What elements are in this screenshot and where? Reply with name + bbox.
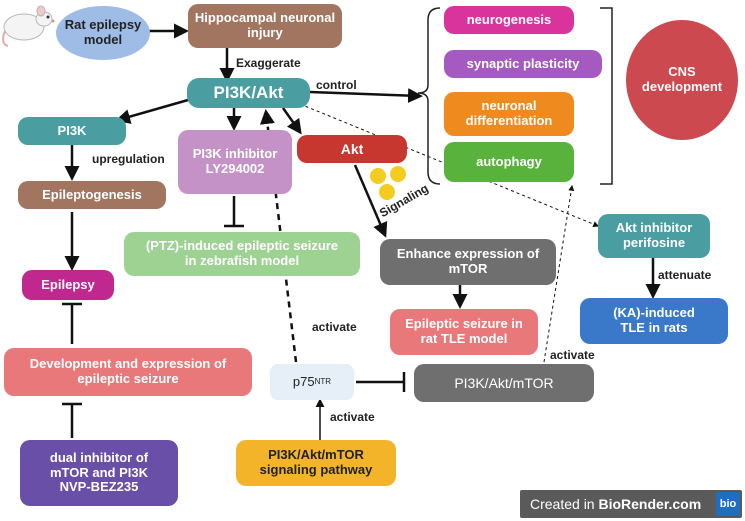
node-pi3k-akt-mtor: PI3K/Akt/mTOR — [414, 364, 594, 402]
edge-pi3kakt-to-akt — [281, 107, 302, 135]
biorender-watermark[interactable]: Created in BioRender.com bio — [520, 490, 742, 518]
node-signaling-pathway: PI3K/Akt/mTOR signaling pathway — [236, 440, 396, 486]
label-activate-pathway: activate — [330, 410, 375, 424]
node-autophagy: autophagy — [444, 142, 574, 182]
edge-pi3kakt-to-cns — [309, 88, 423, 104]
p75-superscript: NTR — [314, 377, 332, 387]
brace-left — [417, 7, 441, 185]
node-rat-epilepsy-model: Rat epilepsy model — [56, 6, 150, 60]
watermark-brand: BioRender.com — [598, 496, 702, 512]
molecule-1 — [370, 168, 386, 184]
node-development-expression: Development and expression of epileptic … — [4, 348, 252, 396]
label-exaggerate: Exaggerate — [236, 56, 301, 70]
label-upregulation: upregulation — [92, 152, 165, 166]
node-epileptic-seizure-tle: Epileptic seizure in rat TLE model — [390, 309, 538, 355]
biorender-logo-icon: bio — [716, 492, 740, 516]
rat-illustration — [2, 5, 55, 47]
edge-pi3kakt-to-pi3k — [115, 98, 189, 124]
node-dual-inhibitor: dual inhibitor of mTOR and PI3K NVP-BEZ2… — [20, 440, 178, 506]
node-epilepsy: Epilepsy — [22, 270, 114, 300]
node-cns-development: CNS development — [626, 20, 738, 140]
node-pi3k-akt: PI3K/Akt — [187, 78, 310, 108]
node-pi3k-inhibitor: PI3K inhibitor LY294002 — [178, 130, 292, 194]
node-pi3k: PI3K — [18, 117, 126, 145]
label-control: control — [316, 78, 357, 92]
watermark-prefix: Created in — [530, 496, 599, 512]
node-epileptogenesis: Epileptogenesis — [18, 181, 166, 209]
p75-label: p75 — [292, 373, 315, 389]
node-hippocampal-injury: Hippocampal neuronal injury — [188, 4, 342, 48]
node-ka-tle: (KA)-induced TLE in rats — [580, 298, 728, 344]
molecule-2 — [390, 166, 406, 182]
edge-akt-to-enhance — [353, 164, 388, 238]
molecule-3 — [379, 184, 395, 200]
node-akt: Akt — [297, 135, 407, 163]
label-activate-mtor: activate — [550, 348, 595, 362]
node-neurogenesis: neurogenesis — [444, 6, 574, 34]
node-ptz-seizure: (PTZ)-induced epileptic seizure in zebra… — [124, 232, 360, 276]
label-activate-p75: activate — [312, 320, 357, 334]
node-neuronal-differentiation: neuronal differentiation — [444, 92, 574, 136]
node-synaptic-plasticity: synaptic plasticity — [444, 50, 602, 78]
label-attenuate: attenuate — [658, 268, 712, 282]
bracket-right — [600, 7, 613, 185]
node-enhance-mtor: Enhance expression of mTOR — [380, 239, 556, 285]
node-akt-inhibitor: Akt inhibitor perifosine — [598, 214, 710, 258]
